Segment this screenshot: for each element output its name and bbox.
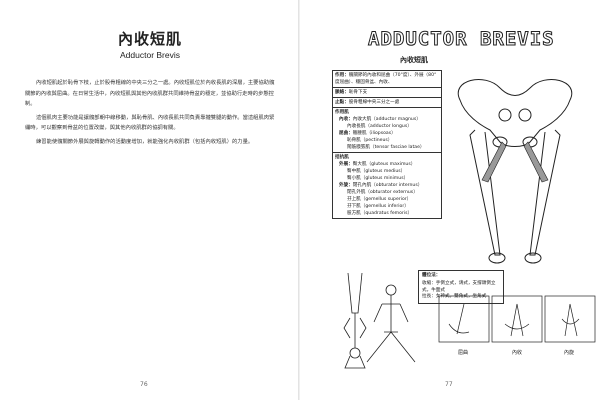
info-table: 作用：髖關節的內收和屈曲（70°度）、外展（80°度屈曲）、穩固骨盆、內收、 脈… [332, 70, 442, 219]
muscle-item: 孖下肌（gemellus inferior） [347, 204, 409, 209]
muscle-item: 臀小肌（gluteus minimus） [347, 176, 409, 181]
body-text: 內收短肌起於恥骨下枝，止於股骨粗線的中央三分之一處。內收短肌位於內收長肌的深層，… [25, 78, 275, 150]
muscle-item: 臀中肌（gluteus medius） [347, 169, 406, 174]
motion-diagrams [438, 295, 596, 343]
synergist-group: 內收：內收大肌（adductor magnus） [335, 116, 439, 123]
synergists-title: 作用肌 [335, 110, 349, 115]
muscle-item: 髂腰肌（iliopsoas） [352, 131, 396, 136]
right-page: ADDUCTOR BREVIS 內收短肌 作用：髖關節的內收和屈曲（70°度）、… [300, 0, 600, 400]
muscle-title: ADDUCTOR BREVIS [368, 28, 555, 51]
paragraph: 內收短肌起於恥骨下枝，止於股骨粗線的中央三分之一處。內收短肌位於內收長肌的深層，… [25, 80, 275, 107]
group-label: 外展： [339, 162, 353, 167]
group-label: 外旋： [339, 183, 353, 188]
info-label: 作用： [335, 73, 349, 78]
muscle-item: 臀大肌（gluteus maximus） [352, 162, 416, 167]
info-value: 恥骨下支 [348, 90, 368, 95]
info-value: 髖關節的內收和屈曲（70°度）、外展（80°度屈曲）、穩固骨盆、內收、 [335, 73, 437, 85]
paragraph: 這個肌肉主要功能是讓髖部朝中線移動，與恥骨肌、內收長肌共同負責靠攏雙腿的動作。當… [25, 114, 275, 132]
antagonist-group: 外展：臀大肌（gluteus maximus） [335, 161, 439, 168]
wide-leg-pose-figure [366, 284, 416, 363]
group-label: 屈曲： [339, 131, 353, 136]
asana-box: 體位法： 收縮：手倒立式，鴿式，支撐頭倒立式，牛面式 拉長：女神式，雙角式，坐角… [418, 270, 504, 305]
muscle-item: 闊筋膜張肌（tensor fasciae latae） [347, 145, 425, 150]
muscle-item: 股方肌（quadratus femoris） [347, 211, 413, 216]
diagram-label-flexion: 屈曲 [458, 350, 469, 356]
antagonists-section: 拮抗肌 外展：臀大肌（gluteus maximus） 臀中肌（gluteus … [333, 153, 441, 218]
left-page: 內收短肌 Adductor Brevis 內收短肌起於恥骨下枝，止於股骨粗線的中… [25, 30, 275, 388]
paragraph: 練習能使髖關節外展與旋轉動作的活動度增加，就能強化內收肌群（包括內收短肌）的力量… [36, 138, 254, 145]
muscle-item: 閉孔內肌（obturator internus） [352, 183, 423, 188]
info-row: 止點：股骨粗線中央三分之一處 [333, 98, 441, 108]
headstand-pose-figure [343, 272, 367, 369]
page-title: 內收短肌 [117, 30, 182, 48]
synergist-group: 屈曲：髂腰肌（iliopsoas） [335, 130, 439, 137]
page-number: 76 [140, 381, 148, 388]
pelvis-femur-illustration [457, 79, 573, 264]
info-label: 止點： [335, 100, 349, 105]
antagonist-group: 外旋：閉孔內肌（obturator internus） [335, 182, 439, 189]
diagram-label-internal-rotation: 內旋 [564, 350, 575, 356]
info-label: 脈絡： [335, 90, 349, 95]
antagonists-title: 拮抗肌 [335, 155, 349, 160]
asana-title: 體位法： [422, 273, 441, 278]
info-row: 脈絡：恥骨下支 [333, 88, 441, 98]
info-row: 作用：髖關節的內收和屈曲（70°度）、外展（80°度屈曲）、穩固骨盆、內收、 [333, 71, 441, 88]
diagram-label-adduction: 內收 [512, 350, 523, 356]
muscle-item: 恥骨肌（pectineus） [347, 138, 393, 143]
asana-row: 收縮：手倒立式，鴿式，支撐頭倒立式，牛面式 [422, 280, 496, 293]
muscle-item: 孖上肌（gemellus superior） [347, 197, 412, 202]
group-label: 內收： [339, 117, 353, 122]
page-subtitle: Adductor Brevis [120, 50, 180, 60]
asana-row: 拉長：女神式，雙角式，坐角式 [422, 294, 487, 300]
info-value: 股骨粗線中央三分之一處 [348, 100, 400, 105]
muscle-subtitle: 內收短肌 [400, 56, 428, 64]
muscle-item: 內收長肌（adductor longus） [347, 124, 412, 129]
muscle-item: 閉孔外肌（obturator externus） [347, 190, 418, 195]
muscle-item: 內收大肌（adductor magnus） [352, 117, 421, 122]
synergists-section: 作用肌 內收：內收大肌（adductor magnus） 內收長肌（adduct… [333, 108, 441, 153]
page-number: 77 [445, 381, 453, 388]
